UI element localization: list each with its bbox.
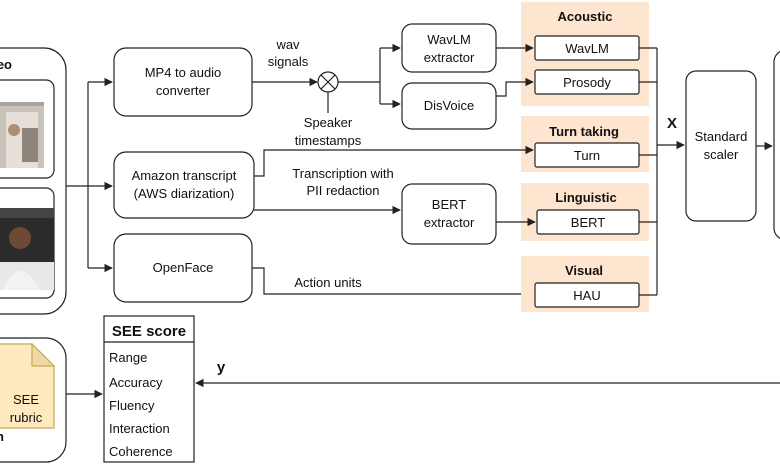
action-units-label: Action units [294, 275, 362, 290]
video-branch-lines [66, 77, 113, 273]
acoustic-feature-wavlm: WavLM [565, 41, 609, 56]
transcription-line1: Transcription with [292, 166, 393, 181]
speaker-timestamps-line2: timestamps [295, 133, 362, 148]
x-label: X [667, 115, 677, 132]
amazon-transcript-box: Amazon transcript (AWS diarization) [113, 151, 255, 219]
turn-taking-group: Turn taking Turn [521, 116, 649, 172]
scaler-line1: Standard [695, 129, 748, 144]
rubric-document-icon [0, 342, 56, 429]
see-score-item: Range [109, 350, 147, 365]
converter-line2: converter [156, 83, 211, 98]
wav-signals-line1: wav [275, 37, 300, 52]
visual-feature: HAU [573, 288, 600, 303]
mp4-converter-box: MP4 to audio converter [113, 47, 253, 117]
feature-collector-lines [639, 47, 685, 296]
multiply-node [317, 71, 339, 93]
see-score-table: SEE score Range Accuracy Fluency Interac… [103, 315, 195, 463]
disvoice-label: DisVoice [424, 98, 475, 113]
wavlm-extractor-line2: extractor [424, 50, 475, 65]
linguistic-group: Linguistic BERT [521, 183, 649, 241]
video-panel: Video [0, 47, 67, 315]
wavlm-extractor-box: WavLM extractor [401, 23, 497, 73]
acoustic-feature-prosody: Prosody [563, 75, 611, 90]
y-label: y [217, 359, 226, 376]
see-score-title: SEE score [112, 323, 186, 340]
bert-extractor-line1: BERT [432, 197, 466, 212]
turn-feature: Turn [574, 148, 600, 163]
linguistic-feature: BERT [571, 215, 605, 230]
video-frame-bottom [0, 187, 55, 299]
linguistic-title: Linguistic [555, 190, 616, 205]
visual-group: Visual HAU [521, 256, 649, 312]
bert-extractor-box: BERT extractor [401, 183, 497, 245]
wavlm-extractor-line1: WavLM [427, 32, 471, 47]
see-score-item: Coherence [109, 444, 173, 459]
video-label: Video [0, 57, 12, 72]
speaker-timestamps-line1: Speaker [304, 115, 353, 130]
rubric-line1: SEE [13, 392, 39, 407]
openface-box: OpenFace [113, 233, 253, 303]
openface-label: OpenFace [153, 260, 214, 275]
acoustic-title: Acoustic [558, 9, 613, 24]
bert-extractor-line2: extractor [424, 215, 475, 230]
acoustic-group: Acoustic WavLM Prosody [521, 2, 649, 106]
disvoice-box: DisVoice [401, 82, 497, 130]
rubric-panel: SEE rubric n [0, 337, 67, 463]
see-score-item: Accuracy [109, 375, 163, 390]
converter-line1: MP4 to audio [145, 65, 222, 80]
turn-taking-title: Turn taking [549, 124, 619, 139]
model-box-partial [773, 50, 780, 240]
wav-signals-line2: signals [268, 54, 309, 69]
standard-scaler-box: Standard scaler [685, 70, 757, 222]
amazon-transcript-line2: (AWS diarization) [134, 186, 235, 201]
visual-title: Visual [565, 263, 603, 278]
bottom-left-fragment: n [0, 429, 4, 444]
transcription-line2: PII redaction [307, 183, 380, 198]
see-score-item: Fluency [109, 398, 155, 413]
video-frame-top [0, 79, 55, 179]
scaler-line2: scaler [704, 147, 739, 162]
rubric-line2: rubric [10, 410, 43, 425]
amazon-transcript-line1: Amazon transcript [132, 168, 237, 183]
see-score-item: Interaction [109, 421, 170, 436]
